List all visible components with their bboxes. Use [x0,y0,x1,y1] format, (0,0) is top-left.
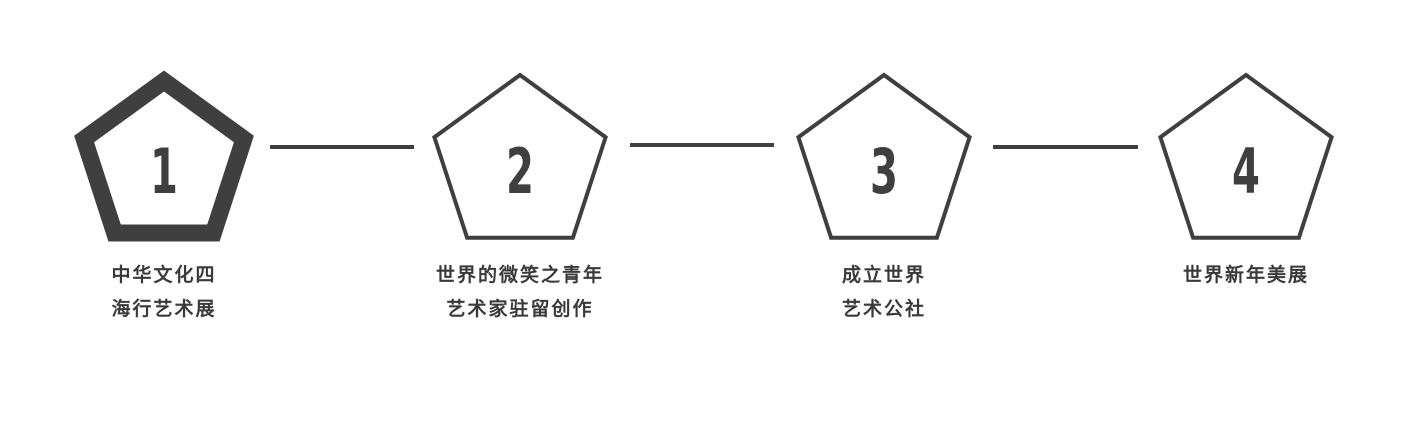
step-4-number: 4 [1232,136,1260,208]
step-3-number: 3 [870,136,898,208]
step-3-label-line-1: 成立世界 [841,264,926,286]
step-4-label: 世界新年美展 [1126,258,1366,292]
step-1-number: 1 [150,136,178,208]
step-2-label: 世界的微笑之青年 艺术家驻留创作 [400,258,640,326]
step-1-label: 中华文化四 海行艺术展 [44,258,284,326]
step-2-pentagon [432,72,608,240]
step-1-label-line-1: 中华文化四 [111,264,217,286]
step-1-label-line-2: 海行艺术展 [111,298,217,320]
step-3-pentagon [796,72,972,240]
step-2-label-line-2: 艺术家驻留创作 [446,298,594,320]
step-4-label-line-1: 世界新年美展 [1182,264,1309,286]
step-1-pentagon [74,70,254,242]
step-3-label: 成立世界 艺术公社 [764,258,1004,326]
step-2-number: 2 [506,136,534,208]
step-4-pentagon [1158,72,1334,240]
step-3-label-line-2: 艺术公社 [841,298,926,320]
step-2-label-line-1: 世界的微笑之青年 [435,264,604,286]
